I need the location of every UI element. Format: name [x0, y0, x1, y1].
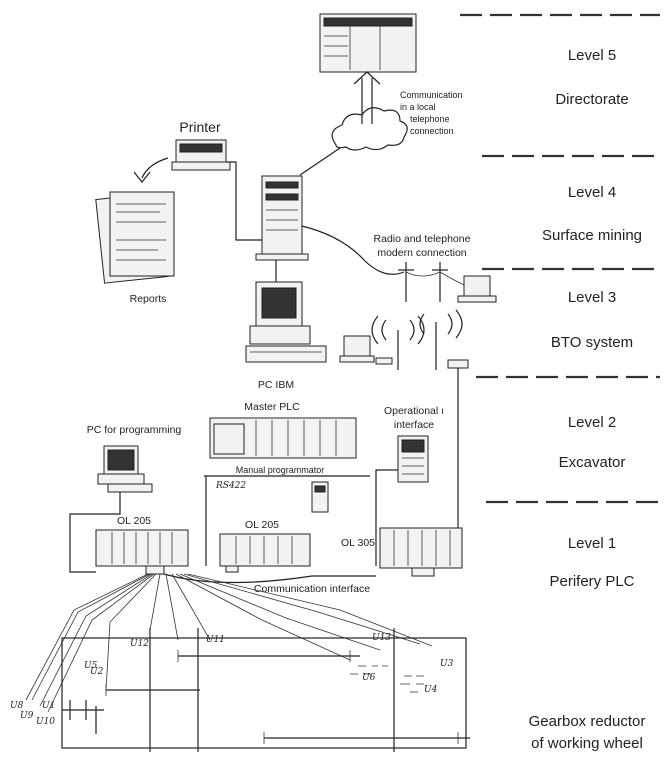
cloud-link-down	[299, 147, 341, 176]
communication-label-1: Communication	[400, 90, 463, 100]
remote-pc-icon	[457, 275, 497, 303]
gearbox-label-line1: Gearbox reductor	[529, 713, 646, 730]
printer-to-reports-arrow	[141, 157, 169, 179]
ol205-left-rack	[95, 529, 189, 575]
level-4-label: Level 4	[568, 184, 616, 201]
programming-pc-cable	[69, 492, 121, 573]
reports-label: Reports	[130, 293, 167, 305]
level1-interconnect	[163, 573, 376, 584]
reports-icon	[95, 191, 175, 284]
sensor-label-u3: U3	[440, 659, 454, 669]
sensor-label-u4: U4	[424, 685, 438, 695]
ol205-mid-label: OL 205	[245, 519, 279, 531]
sensor-labels: U12 U11 U13 U3 U6 U4 U5 U2 U1 U8 U9 U10	[10, 633, 454, 727]
printer-cable	[226, 161, 262, 241]
operational-label-1: Operational ı	[384, 405, 444, 417]
operational-label-2: interface	[394, 419, 434, 431]
ol205-mid-rack	[219, 533, 311, 573]
pc-ibm-label: PC IBM	[258, 379, 294, 391]
sensor-label-u2: U2	[90, 667, 104, 677]
manual-programmator-icon	[311, 481, 329, 513]
master-plc-label: Master PLC	[244, 401, 300, 413]
level-2-label: Level 2	[568, 414, 616, 431]
level-5-label: Level 5	[568, 47, 616, 64]
printer-to-reports-arrowhead	[133, 171, 151, 183]
printer-label: Printer	[179, 119, 221, 135]
gearbox-drawing	[61, 628, 470, 752]
field-cables	[25, 573, 433, 713]
sensor-label-u6: U6	[362, 673, 376, 683]
telephone-poles	[398, 262, 477, 302]
level-1-label: Level 1	[568, 535, 616, 552]
sensor-label-u9: U9	[20, 711, 34, 721]
ol205-left-label: OL 205	[117, 515, 151, 527]
pc-ibm-icon	[245, 281, 327, 363]
communication-label-4: connection	[410, 126, 454, 136]
server-to-radio-link	[301, 225, 405, 275]
sensor-label-u10: U10	[36, 717, 55, 727]
bto-pc-icon	[339, 335, 393, 365]
rs422-label: RS422	[215, 481, 246, 491]
level-3-label: Level 3	[568, 289, 616, 306]
level-4-name: Surface mining	[542, 227, 642, 244]
master-to-ol205-bus	[205, 476, 377, 566]
sensor-label-u13: U13	[372, 633, 391, 643]
radio-antennas	[371, 309, 463, 370]
ol305-label: OL 305	[341, 537, 375, 549]
sensor-label-u12: U12	[130, 639, 149, 649]
comm-interface-label: Communication interface	[254, 583, 370, 595]
uplink-arrow	[353, 71, 381, 124]
level-separators	[460, 13, 660, 504]
printer-icon	[171, 139, 231, 171]
level-5-name: Directorate	[555, 91, 628, 108]
ol305-rack	[379, 527, 463, 577]
radio-label-1: Radio and telephone	[374, 233, 471, 245]
radio-label-2: modern connection	[377, 247, 466, 259]
programming-pc-icon	[97, 445, 153, 493]
communication-label-3: telephone	[410, 114, 450, 124]
level-2-name: Excavator	[559, 454, 626, 471]
directorate-computer	[319, 13, 417, 73]
level-1-name: Perifery PLC	[549, 573, 634, 590]
pc-programming-label: PC for programming	[87, 424, 182, 436]
radio-modem-icon	[447, 359, 469, 369]
operational-interface-icon	[397, 435, 429, 483]
sensor-label-u11: U11	[206, 635, 225, 645]
level-3-name: BTO system	[551, 334, 633, 351]
communication-label-2: in a local	[400, 102, 436, 112]
sensor-label-u8: U8	[10, 701, 24, 711]
gearbox-label-line2: of working wheel	[531, 735, 643, 752]
server-tower	[255, 175, 309, 261]
telephone-cloud	[331, 107, 408, 151]
master-plc-rack	[209, 417, 357, 459]
sensor-label-u1: U1	[42, 701, 55, 711]
sensor-label-u5: U5	[84, 661, 98, 671]
level-labels: Level 5 Directorate Level 4 Surface mini…	[529, 47, 646, 752]
operational-interface-cable	[375, 469, 398, 536]
manual-programmator-label: Manual programmator	[236, 465, 325, 475]
